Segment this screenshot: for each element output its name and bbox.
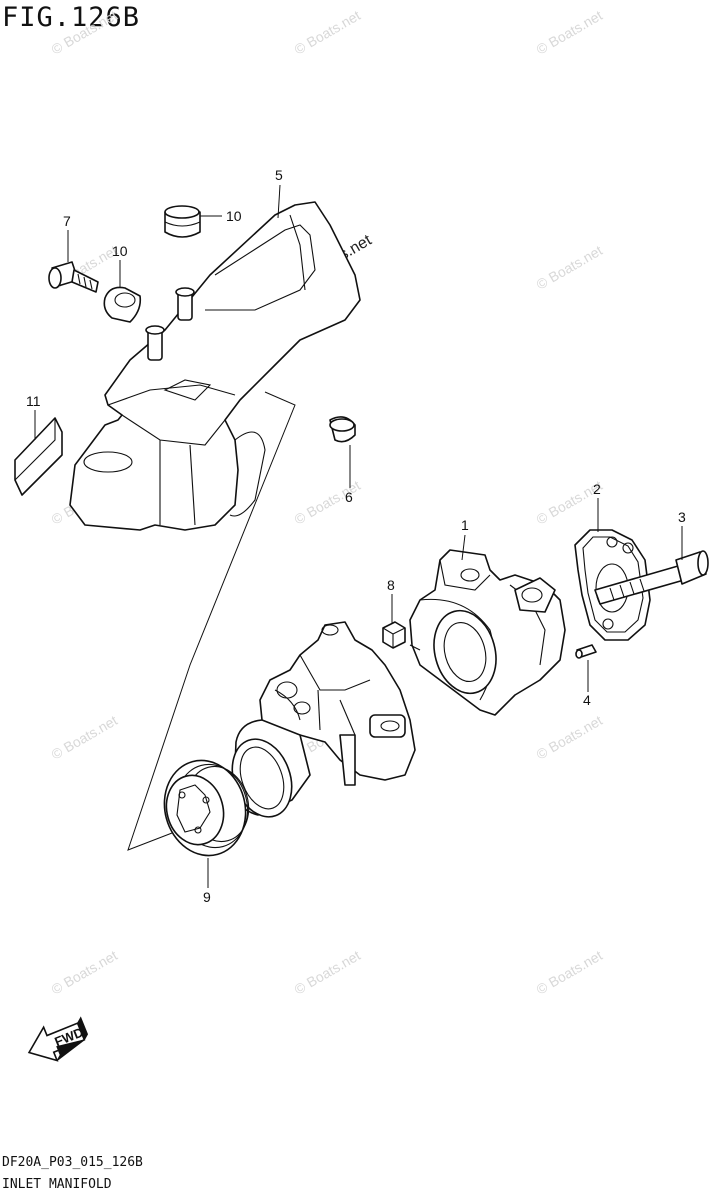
part-3-bolt: [594, 550, 709, 605]
watermark: © Boats.net: [534, 947, 606, 998]
figure-name: INLET MANIFOLD: [2, 1177, 112, 1192]
callout-1: 1: [461, 517, 469, 533]
callout-10-left: 10: [112, 243, 128, 259]
part-4-dowel-pin: [575, 644, 597, 659]
leader-lines: [34, 184, 683, 888]
callout-2: 2: [593, 481, 601, 497]
watermark: © Boats.net: [292, 947, 364, 998]
part-1-inlet-manifold: [409, 549, 566, 716]
part-10-grommet-top: [164, 205, 201, 238]
callout-4: 4: [583, 692, 591, 708]
callout-10-top: 10: [226, 208, 242, 224]
part-5-silencer-case: [69, 201, 361, 531]
callout-3: 3: [678, 509, 686, 525]
part-8-seal: [382, 621, 406, 649]
drawing-code: DF20A_P03_015_126B: [2, 1155, 143, 1170]
callout-5: 5: [275, 167, 283, 183]
part-7-bolt: [48, 261, 99, 293]
part-9-throttle-body-assembly: [163, 621, 416, 857]
callout-8: 8: [387, 577, 395, 593]
fwd-arrow-icon: FWD: [27, 1016, 89, 1062]
fig-title: FIG.126B: [2, 2, 141, 33]
watermark: © Boats.net: [534, 7, 606, 58]
part-6-grommet: [329, 416, 356, 443]
watermark: © Boats.net: [534, 242, 606, 293]
watermark: © Boats.net: [49, 947, 121, 998]
watermark: © Boats.net: [49, 712, 121, 763]
assembly-guide-lines: [127, 391, 296, 851]
part-11-foam-pad: [14, 417, 63, 496]
watermark: © Boats.net: [534, 712, 606, 763]
callout-9: 9: [203, 889, 211, 905]
callout-11: 11: [26, 393, 41, 409]
callout-7: 7: [63, 213, 71, 229]
callout-6: 6: [345, 489, 353, 505]
part-10-grommet-left: [103, 286, 142, 323]
watermark: © Boats.net: [49, 7, 121, 58]
callout-labels: 5 10 7 10 11 6 1 2 3 8 4 9: [26, 167, 686, 905]
watermark: © Boats.net: [292, 7, 364, 58]
